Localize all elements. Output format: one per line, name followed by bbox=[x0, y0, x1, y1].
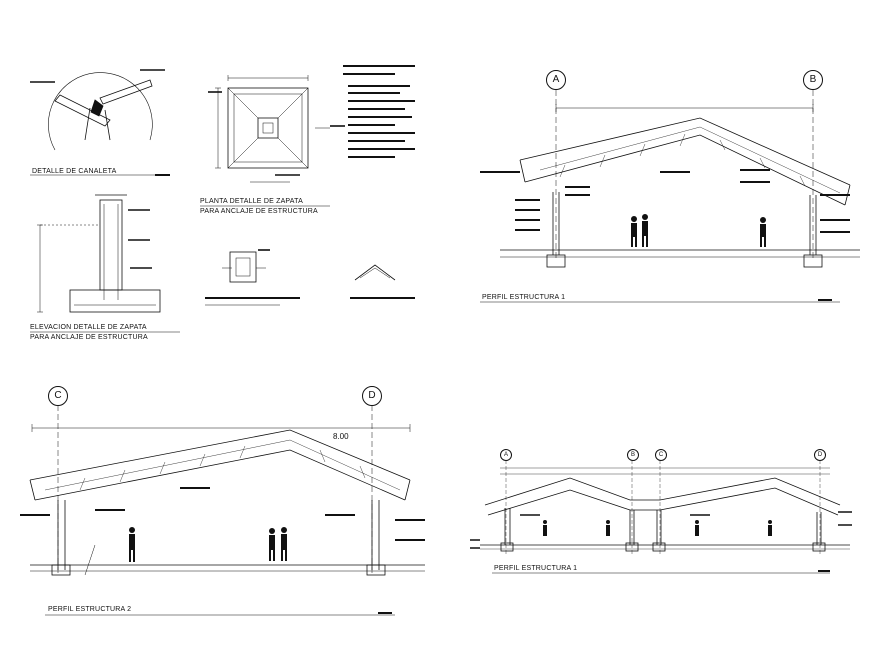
profile-structure-1-top bbox=[480, 90, 860, 303]
dimension-label: 8.00 bbox=[333, 432, 349, 441]
label-profile-2: PERFIL ESTRUCTURA 2 bbox=[48, 606, 132, 613]
gutter-detail bbox=[30, 69, 170, 176]
axis-marker-small-b: B bbox=[627, 449, 639, 461]
label-footing-plan-title: PLANTA DETALLE DE ZAPATA bbox=[200, 198, 303, 205]
label-profile-1-bottom: PERFIL ESTRUCTURA 1 bbox=[494, 565, 578, 572]
axis-marker-b: B bbox=[803, 70, 823, 90]
label-footing-elevation-subtitle: PARA ANCLAJE DE ESTRUCTURA bbox=[30, 334, 148, 341]
label-footing-elevation-title: ELEVACION DETALLE DE ZAPATA bbox=[30, 324, 147, 331]
axis-marker-small-c: C bbox=[655, 449, 667, 461]
footing-plan-detail bbox=[200, 75, 345, 207]
axis-marker-c: C bbox=[48, 386, 68, 406]
profile-structure-1-bottom bbox=[470, 460, 852, 574]
axis-marker-small-a: A bbox=[500, 449, 512, 461]
small-details bbox=[205, 249, 415, 306]
human-figure bbox=[543, 520, 772, 536]
label-footing-plan-subtitle: PARA ANCLAJE DE ESTRUCTURA bbox=[200, 208, 318, 215]
axis-marker-small-d: D bbox=[814, 449, 826, 461]
axis-marker-a: A bbox=[546, 70, 566, 90]
notes-block bbox=[343, 65, 415, 158]
label-gutter-detail: DETALLE DE CANALETA bbox=[32, 168, 117, 175]
footing-elevation-detail bbox=[30, 194, 180, 333]
profile-structure-2 bbox=[20, 405, 425, 616]
human-figure bbox=[129, 527, 287, 562]
label-profile-1-top: PERFIL ESTRUCTURA 1 bbox=[482, 294, 566, 301]
axis-marker-d: D bbox=[362, 386, 382, 406]
human-figure bbox=[631, 214, 766, 247]
